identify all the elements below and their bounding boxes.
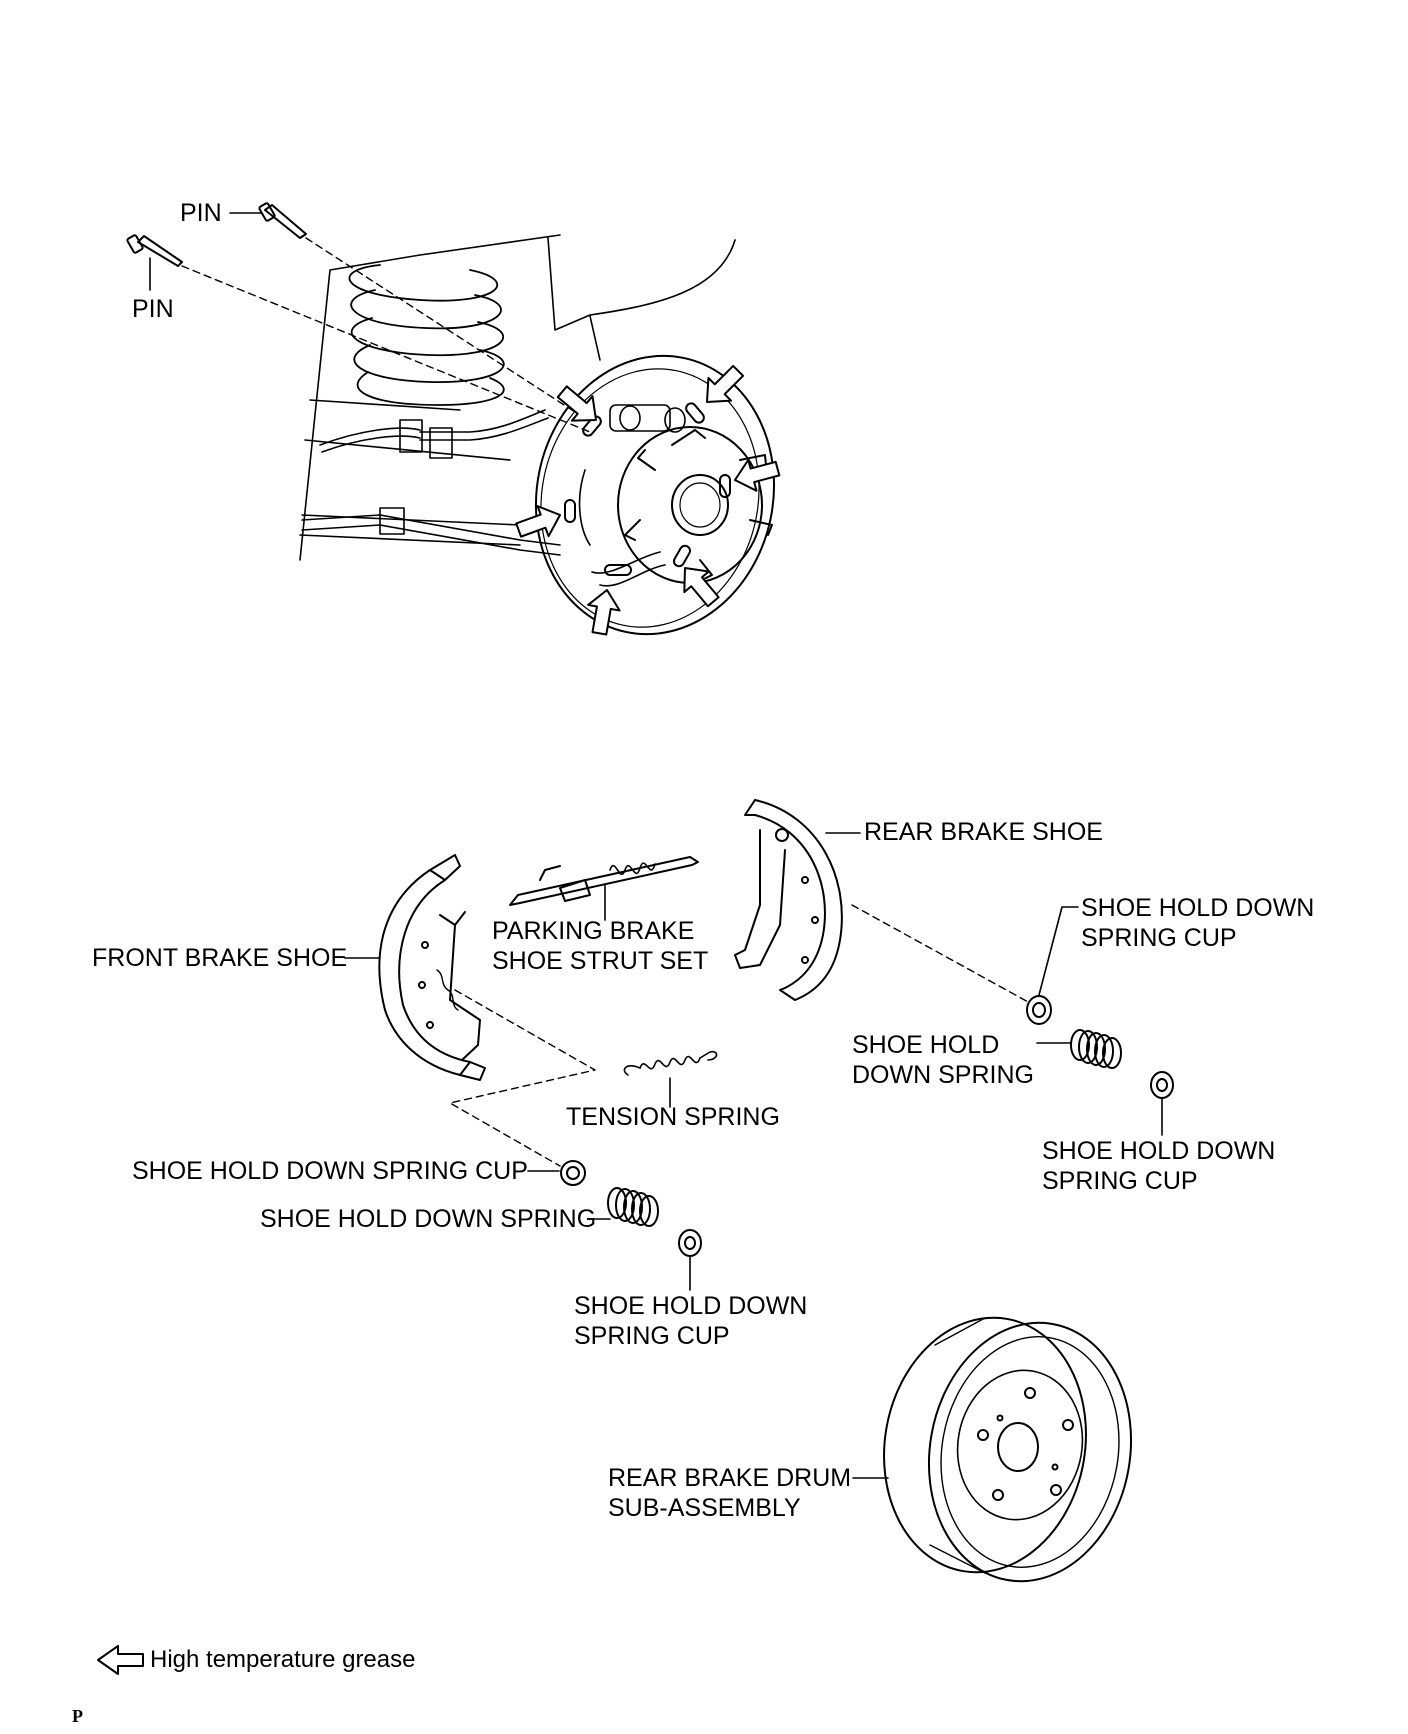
- brake-drum-part: [883, 1316, 1133, 1583]
- exploded-dashed-paths: [449, 904, 1031, 1167]
- hollow-arrow-icon: [97, 1645, 144, 1675]
- spring-right-label-line1: SHOE HOLD: [852, 1031, 1000, 1059]
- spring-left-label: SHOE HOLD DOWN SPRING: [260, 1205, 597, 1233]
- parking-strut-part: [509, 856, 699, 906]
- coil-spring: [348, 264, 505, 406]
- pin-leader-lines: [149, 212, 263, 291]
- vehicle-body-outline: [299, 234, 736, 561]
- brake-lines: [301, 409, 561, 556]
- cup-right-lower-label-line1: SHOE HOLD DOWN: [1042, 1137, 1276, 1165]
- axle-hub: [617, 426, 773, 584]
- cup-right-lower-part: [1150, 1071, 1174, 1099]
- backing-plate: [534, 354, 776, 636]
- cup-bottom-label: SHOE HOLD DOWN SPRING CUP: [574, 1291, 807, 1351]
- pin-parts: [126, 202, 307, 267]
- spring-right-part: [1070, 1029, 1122, 1069]
- grease-arrows: [515, 364, 781, 636]
- spring-right-label-line2: DOWN SPRING: [852, 1061, 1034, 1089]
- cup-right-upper-label-line2: SPRING CUP: [1081, 924, 1237, 952]
- pin-dashed-paths: [181, 237, 591, 433]
- cup-left-label: SHOE HOLD DOWN SPRING CUP: [132, 1157, 528, 1185]
- pin-left-label: PIN: [132, 295, 174, 323]
- tension-spring-part: [623, 1050, 718, 1076]
- parking-strut-label-line1: PARKING BRAKE: [492, 917, 695, 945]
- cup-right-upper-leader: [1038, 906, 1079, 996]
- cup-right-upper-label: SHOE HOLD DOWN SPRING CUP: [1081, 893, 1314, 953]
- spring-left-part: [607, 1187, 659, 1227]
- front-brake-shoe-part: [378, 854, 486, 1081]
- drum-label-line2: SUB-ASSEMBLY: [608, 1494, 801, 1522]
- cup-left-part: [560, 1160, 586, 1186]
- wheel-cylinder: [578, 404, 686, 587]
- rear-brake-shoe-label: REAR BRAKE SHOE: [864, 818, 1103, 846]
- cup-right-lower-label-line2: SPRING CUP: [1042, 1167, 1198, 1195]
- rear-brake-shoe-part: [734, 799, 843, 1001]
- parking-strut-label: PARKING BRAKE SHOE STRUT SET: [492, 916, 708, 976]
- drum-label-line1: REAR BRAKE DRUM: [608, 1464, 852, 1492]
- tension-spring-label: TENSION SPRING: [566, 1103, 780, 1131]
- cup-bottom-label-line1: SHOE HOLD DOWN: [574, 1292, 808, 1320]
- cup-bottom-label-line2: SPRING CUP: [574, 1322, 730, 1350]
- cup-bottom-part: [678, 1229, 702, 1257]
- cup-right-upper-part: [1026, 995, 1052, 1025]
- cup-right-lower-label: SHOE HOLD DOWN SPRING CUP: [1042, 1136, 1275, 1196]
- pin-top-label: PIN: [180, 199, 222, 227]
- drum-label: REAR BRAKE DRUM SUB-ASSEMBLY: [608, 1463, 851, 1523]
- spring-right-label: SHOE HOLD DOWN SPRING: [852, 1030, 1034, 1090]
- page-code: P: [72, 1706, 83, 1726]
- parking-strut-label-line2: SHOE STRUT SET: [492, 947, 709, 975]
- legend-text: High temperature grease: [150, 1646, 416, 1673]
- cup-right-upper-label-line1: SHOE HOLD DOWN: [1081, 894, 1315, 922]
- backing-plate-slots: [564, 402, 731, 576]
- front-brake-shoe-label: FRONT BRAKE SHOE: [92, 944, 348, 972]
